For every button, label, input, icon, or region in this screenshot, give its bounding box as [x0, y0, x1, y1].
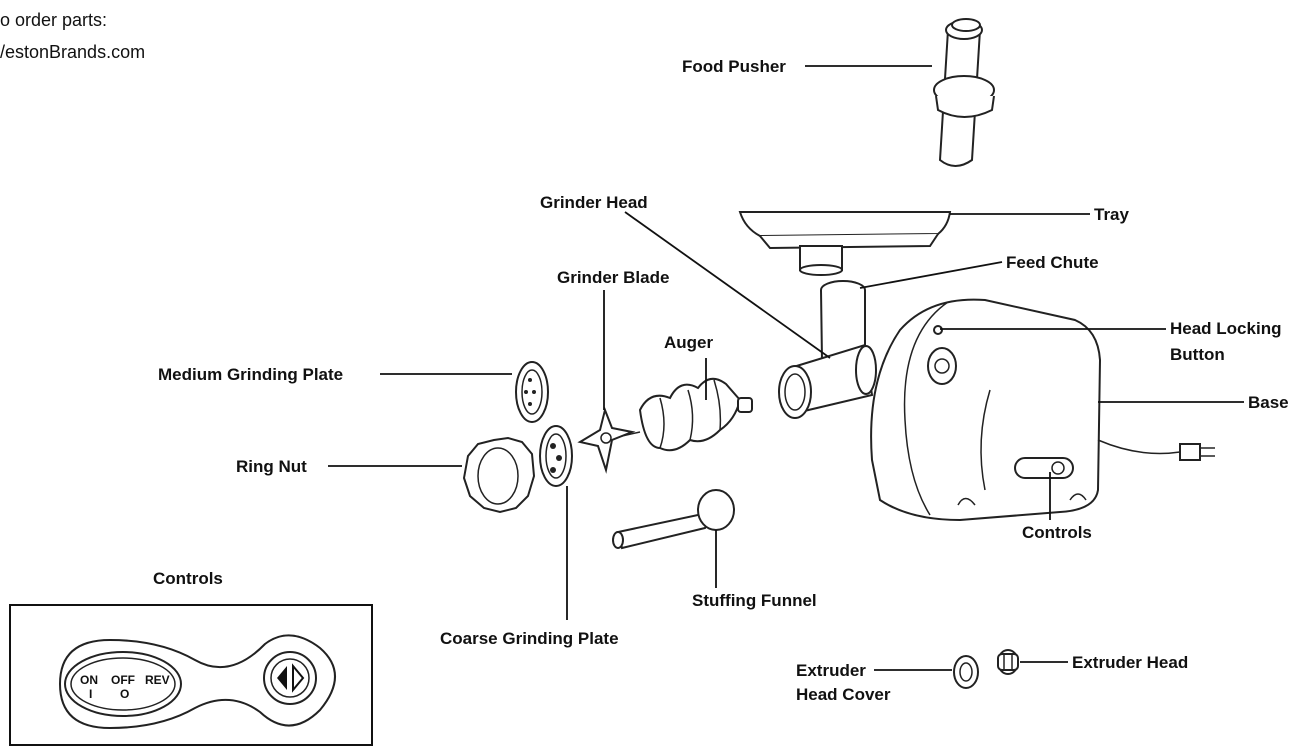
- order-parts-line1: o order parts:: [0, 10, 107, 30]
- extruder-cover-label-2: Head Cover: [796, 685, 891, 704]
- grinder-head-label: Grinder Head: [540, 193, 648, 212]
- stuffing-funnel-part: [612, 489, 735, 550]
- controls-panel-title: Controls: [153, 569, 223, 588]
- feed-chute-label: Feed Chute: [1006, 253, 1099, 272]
- controls-label: Controls: [1022, 523, 1092, 542]
- coarse-plate-label: Coarse Grinding Plate: [440, 629, 619, 648]
- power-switch[interactable]: ON OFF REV I O: [64, 651, 182, 717]
- switch-on-label: ON: [80, 673, 98, 687]
- auger-label: Auger: [664, 333, 714, 352]
- reverse-arrow-icon: [277, 666, 287, 690]
- tray-part: [738, 211, 952, 276]
- grinder-blade-label: Grinder Blade: [557, 268, 669, 287]
- grinder-blade-part: [577, 406, 636, 474]
- feed-chute-leader: [859, 261, 1003, 289]
- extruder-cover-label-1: Extruder: [796, 661, 866, 680]
- extruder-head-label: Extruder Head: [1072, 653, 1188, 672]
- switch-off-label: OFF: [111, 673, 135, 687]
- switch-on-mark: I: [89, 687, 92, 701]
- ring-nut-label: Ring Nut: [236, 457, 307, 476]
- medium-plate-part: [515, 361, 549, 423]
- head-locking-label-1: Head Locking: [1170, 319, 1281, 338]
- head-locking-label-2: Button: [1170, 345, 1225, 364]
- food-pusher-part: [933, 18, 995, 167]
- tray-label: Tray: [1094, 205, 1130, 224]
- order-parts-line2: /estonBrands.com: [0, 42, 145, 62]
- forward-arrow-icon: [292, 663, 305, 693]
- extruder-head-part: [997, 649, 1019, 675]
- ring-nut-part: [462, 436, 536, 514]
- auger-part: [621, 377, 753, 452]
- coarse-plate-part: [539, 425, 573, 487]
- controls-panel: [9, 604, 373, 746]
- switch-off-mark: O: [120, 687, 129, 701]
- grinder-head-part: [778, 280, 877, 419]
- medium-plate-label: Medium Grinding Plate: [158, 365, 343, 384]
- base-label: Base: [1248, 393, 1289, 412]
- food-pusher-label: Food Pusher: [682, 57, 786, 76]
- switch-rev-label: REV: [145, 673, 170, 687]
- extruder-head-cover-part: [953, 655, 979, 689]
- direction-button[interactable]: [263, 651, 317, 705]
- stuffing-funnel-label: Stuffing Funnel: [692, 591, 817, 610]
- grinder-head-leader: [624, 211, 831, 359]
- base-part: [870, 298, 1215, 522]
